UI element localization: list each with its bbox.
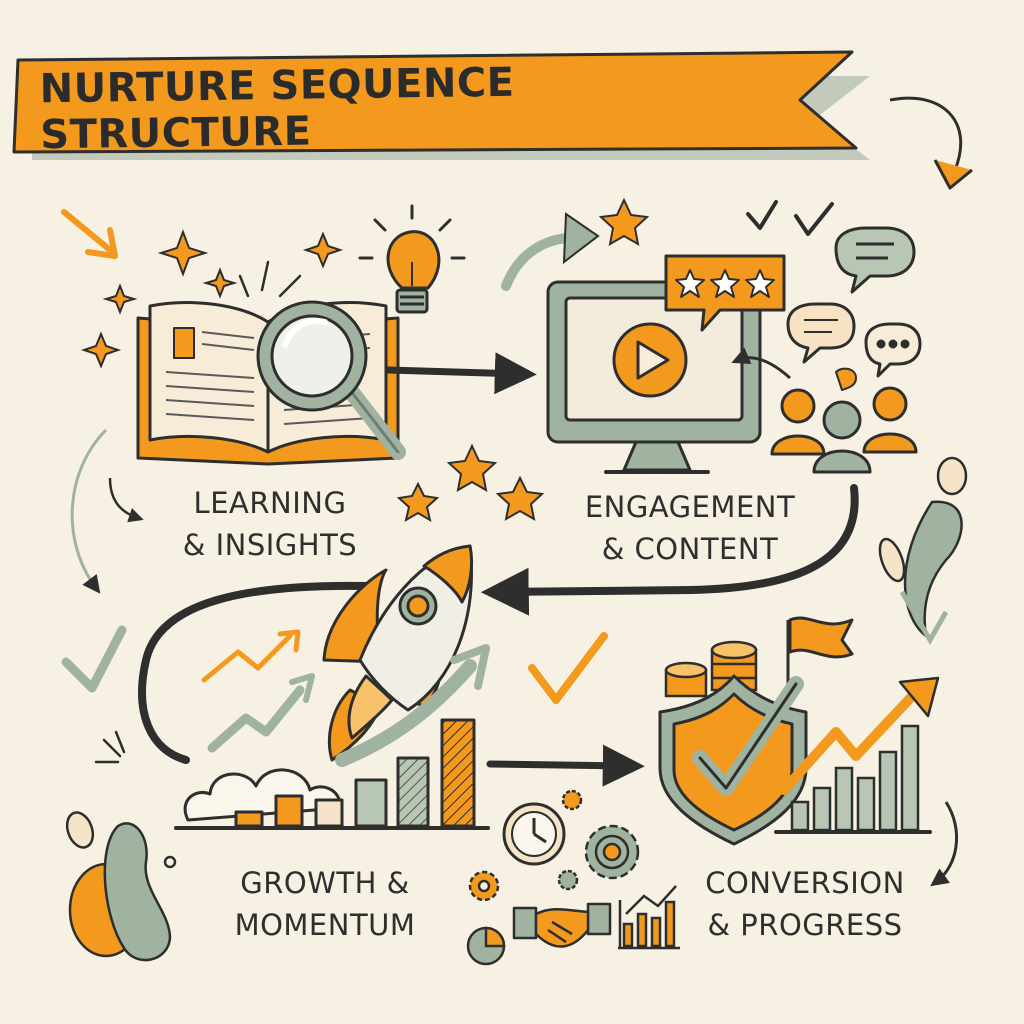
page-title: NURTURE SEQUENCE STRUCTURE [39, 59, 515, 159]
leaf-icon [878, 456, 968, 645]
decorative-blobs-icon [65, 811, 177, 962]
pie-icon [466, 926, 506, 966]
flow-arrow-loop [138, 581, 372, 764]
chat-bubble-icon [786, 226, 922, 391]
stage-label-line: & PROGRESS [707, 908, 903, 942]
gear-icon [468, 789, 640, 902]
stage-label-conversion: CONVERSION & PROGRESS [660, 862, 950, 946]
stage-label-engagement: ENGAGEMENT & CONTENT [540, 486, 840, 570]
clock-icon [502, 802, 566, 866]
rocket-icon [322, 544, 474, 762]
trend-arrow-icon [201, 629, 490, 767]
stage-label-line: LEARNING [193, 486, 347, 520]
check-icons [746, 200, 834, 236]
curved-arrow-sage-icon [501, 212, 600, 291]
people-icon [770, 386, 918, 474]
stage-label-growth: GROWTH & MOMENTUM [190, 862, 460, 946]
flow-arrow-2 [486, 744, 645, 787]
sparkle-icon [80, 229, 344, 369]
flow-arrow-1 [384, 352, 537, 395]
magnifying-glass-icon [256, 300, 406, 460]
stage-label-line: & INSIGHTS [182, 528, 358, 562]
check-icon [61, 625, 127, 693]
curved-arrow-left [70, 428, 108, 594]
star-icon [598, 197, 650, 246]
stage-label-line: & CONTENT [601, 532, 779, 566]
check-icon-orange [528, 632, 608, 704]
lightbulb-icon [358, 204, 466, 314]
pointer-arrow-icon [61, 209, 118, 259]
stage-label-learning: LEARNING & INSIGHTS [150, 482, 390, 566]
stage-label-line: GROWTH & [240, 866, 410, 900]
title-banner [12, 50, 870, 160]
play-icon [612, 322, 688, 398]
stage-label-line: MOMENTUM [234, 908, 416, 942]
shield-check-icon [658, 674, 808, 846]
bar-chart-icon [174, 718, 490, 830]
star-cluster-icon [396, 443, 545, 523]
stage-label-line: CONVERSION [705, 866, 905, 900]
progress-chart-icon [774, 676, 940, 834]
handshake-icon [512, 902, 612, 948]
mini-bar-chart-icon [618, 885, 680, 950]
curved-arrow-icon [889, 96, 963, 171]
flow-arrow-return [480, 484, 859, 616]
stage-label-line: ENGAGEMENT [584, 490, 796, 524]
rating-bubble-icon [664, 254, 786, 332]
